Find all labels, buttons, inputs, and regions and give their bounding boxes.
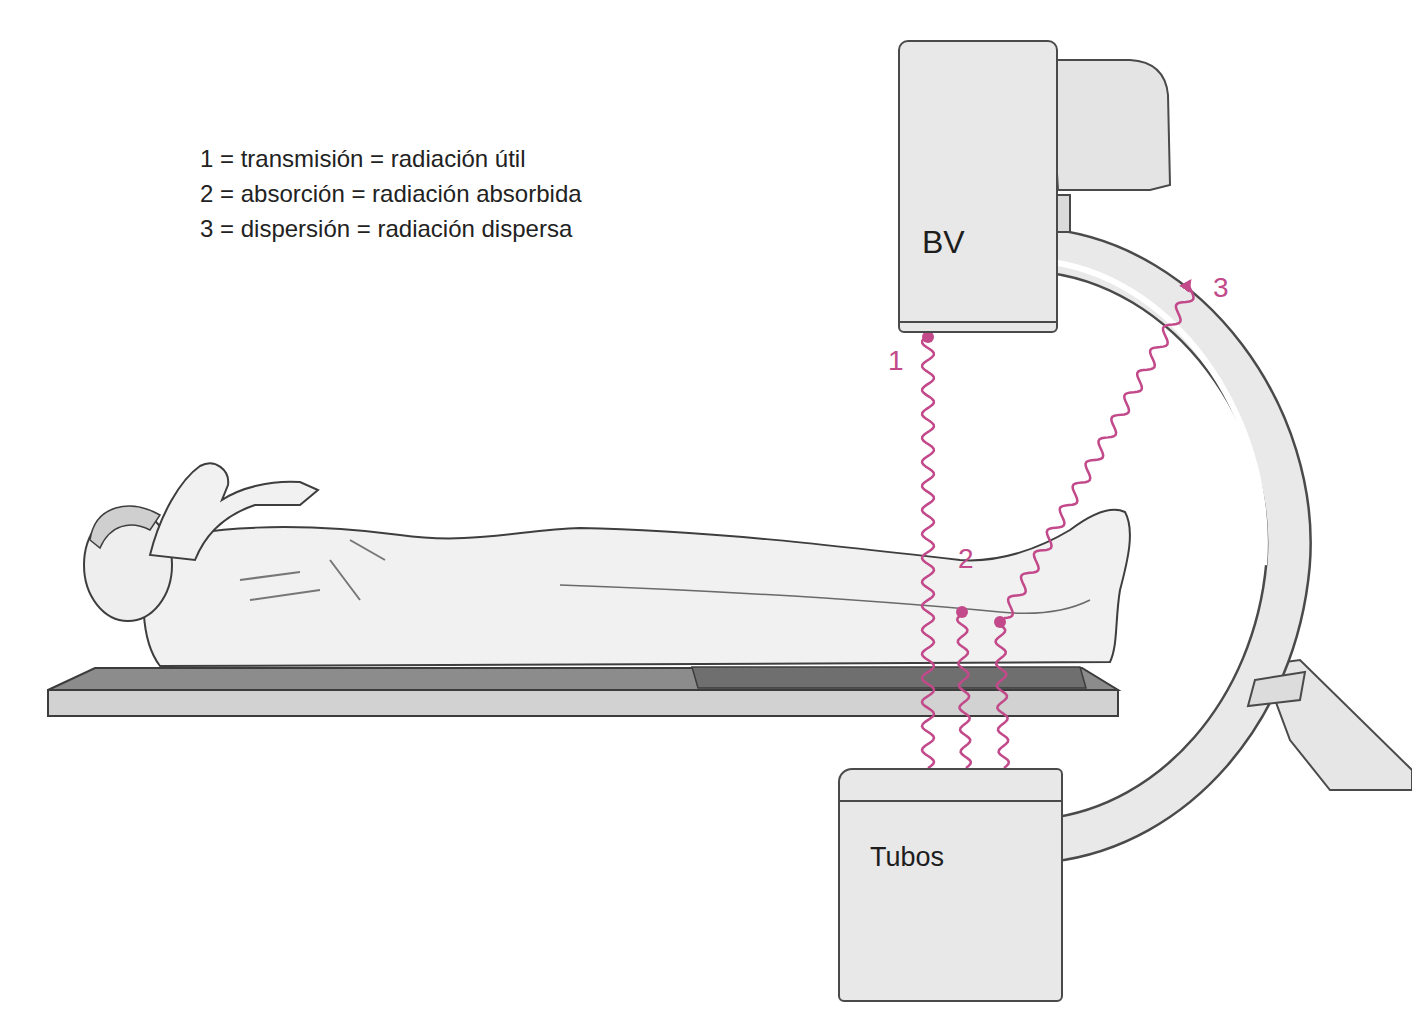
ray-dot [956,606,968,618]
table-side [48,690,1118,716]
ray-dot [994,616,1006,628]
legend-line: 1 = transmisión = radiación útil [200,145,526,173]
table-top [48,668,1118,690]
image-intensifier: BV [898,40,1058,333]
patient-arm [150,463,318,560]
x-ray-tube: Tubos [838,768,1063,1002]
legend-line: 2 = absorción = radiación absorbida [200,180,582,208]
tube-bevel [840,800,1061,802]
c-arm-collar [1248,672,1305,706]
intensifier-rim [900,321,1056,323]
node-label: BV [922,224,965,261]
callout-number: 2 [958,543,974,575]
ray-connector-group [922,331,934,768]
ray-path [922,337,934,768]
upper-arm [1050,60,1170,190]
leg-pad [692,667,1086,688]
legend-line: 3 = dispersión = radiación dispersa [200,215,572,243]
rib-shading [240,540,385,600]
callout-number: 1 [888,345,904,377]
node-label: Tubos [870,842,944,873]
patient-body [143,510,1130,666]
patient-hair [90,506,160,548]
absorbed-ray [957,612,971,768]
callout-number: 3 [1213,272,1229,304]
scattered-ray-in [996,622,1009,768]
